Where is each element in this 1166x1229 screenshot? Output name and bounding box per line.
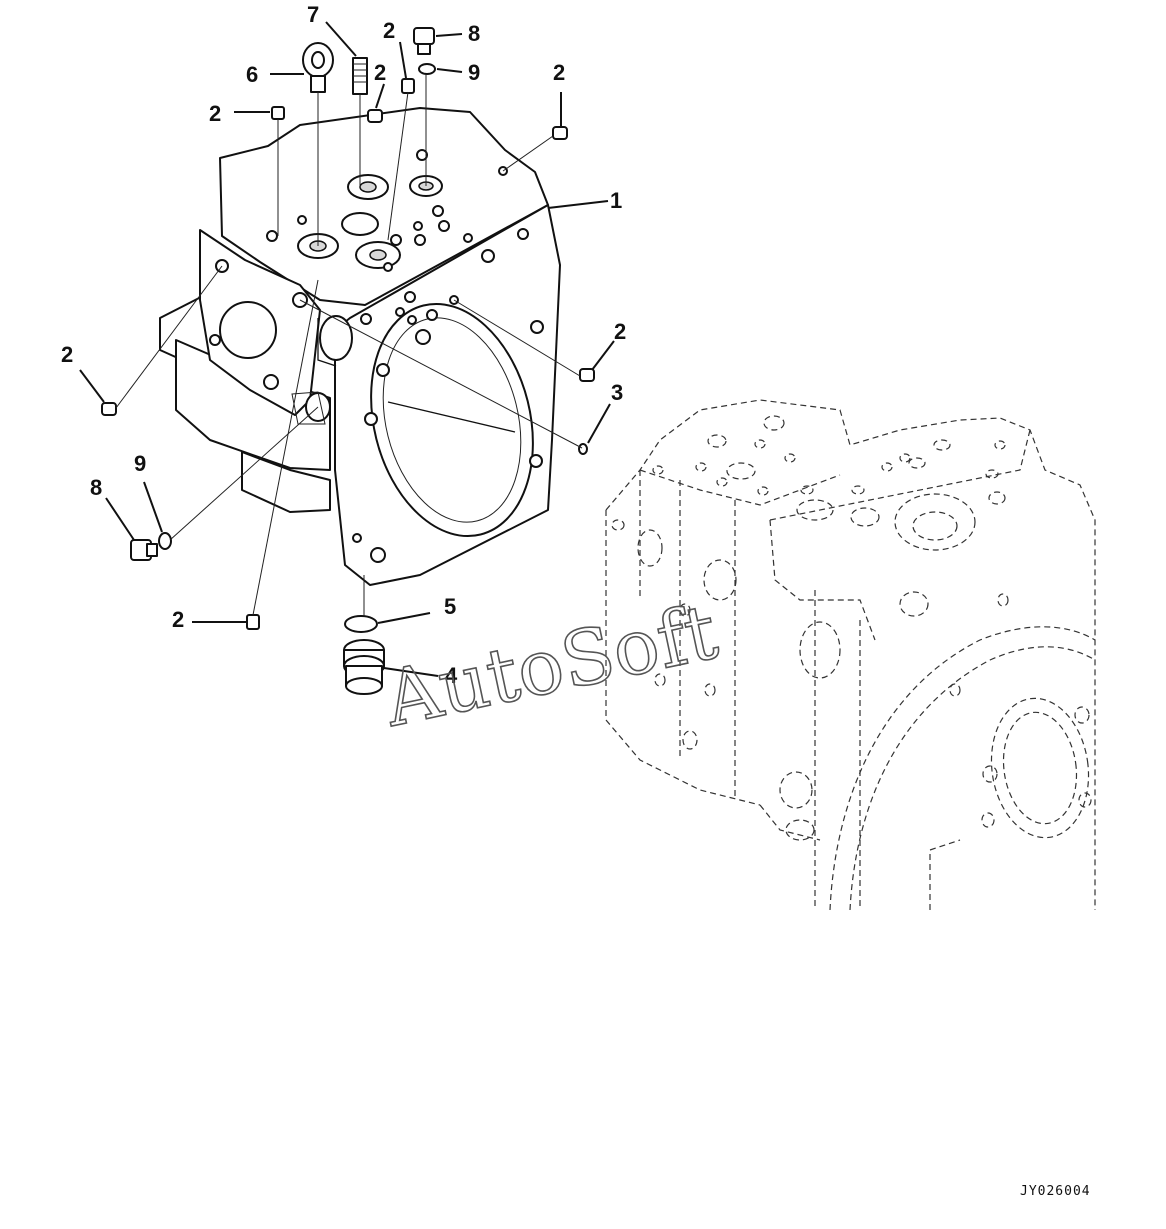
callout-8: 8: [90, 475, 102, 500]
eyebolt-part-6: [302, 42, 334, 93]
callout-2: 2: [61, 342, 73, 367]
callout-4: 4: [445, 663, 458, 688]
callout-9: 9: [468, 60, 480, 85]
leader-lines: [79, 21, 615, 677]
callout-2: 2: [614, 319, 626, 344]
callout-5: 5: [444, 594, 456, 619]
callout-9: 9: [134, 451, 146, 476]
pin-part-3: [578, 443, 588, 455]
plug-part-8-side: [130, 539, 158, 561]
plug-part-7: [352, 57, 368, 95]
callout-8: 8: [468, 21, 480, 46]
callout-6: 6: [246, 62, 258, 87]
callout-2: 2: [209, 101, 221, 126]
reference-pump-assembly: [605, 399, 1096, 911]
plug-part-2-set: [101, 78, 595, 630]
watermark-text: AutoSoft: [376, 587, 725, 744]
plug-part-8-top: [413, 27, 435, 55]
callout-2: 2: [553, 60, 565, 85]
callout-3: 3: [611, 380, 623, 405]
callout-labels: 7 6 2 2 8 9 2 2 1 2 3 2 9 8 2 5 4: [61, 2, 626, 688]
callout-7: 7: [307, 2, 319, 27]
callout-2: 2: [374, 60, 386, 85]
drawing-reference-number: JY026004: [1020, 1184, 1091, 1199]
plug-part-4: [343, 639, 385, 695]
callout-2: 2: [383, 18, 395, 43]
o-ring-part-5: [344, 615, 378, 633]
o-ring-part-9-top: [418, 63, 436, 75]
callout-2: 2: [172, 607, 184, 632]
o-ring-part-9-side: [158, 532, 172, 550]
callout-1: 1: [610, 188, 622, 213]
